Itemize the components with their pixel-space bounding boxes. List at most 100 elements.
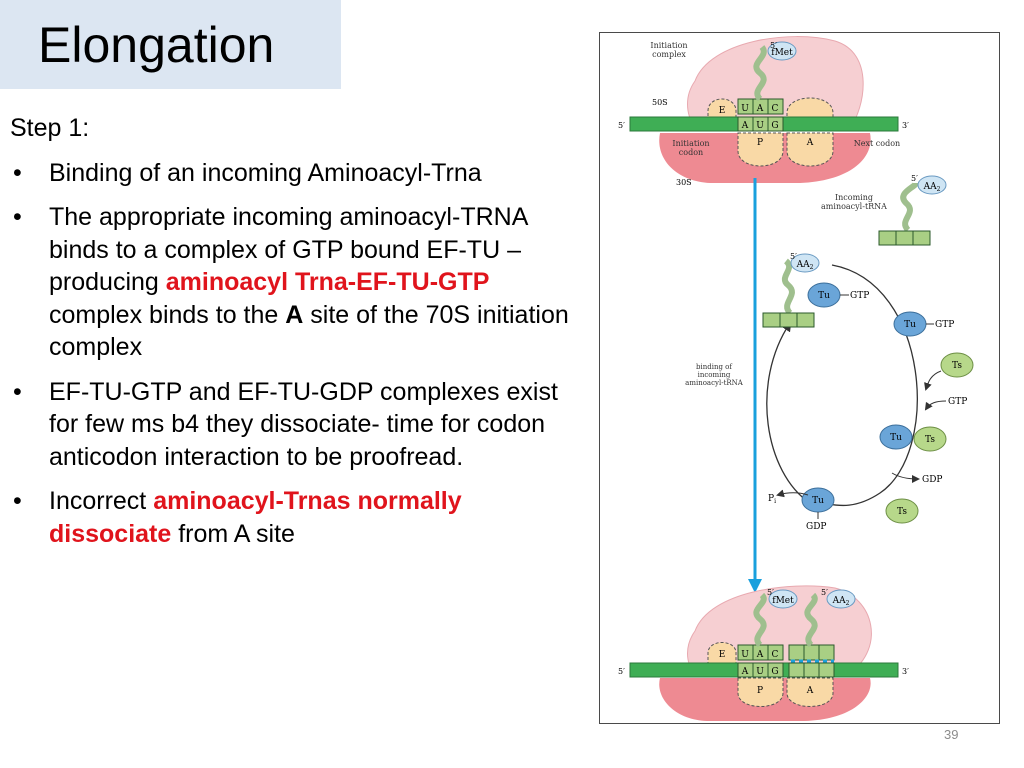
gdp-1: GDP <box>922 475 942 485</box>
trna-fmet <box>753 45 767 102</box>
incoming-trna: AA2 5′ Incoming aminoacyl-tRNA <box>821 174 947 246</box>
bullet-item: • EF-TU-GTP and EF-TU-GDP complexes exist… <box>10 376 585 474</box>
binding-arrow-head <box>748 579 762 593</box>
elongation-figure: fMet 5′ E U A C A U G P A 5′ 3′ 50S 30S … <box>599 32 1000 724</box>
binding-label: binding of incoming aminoacyl-tRNA <box>685 363 743 387</box>
binding-label-fo: binding of incoming aminoacyl-tRNA <box>685 363 743 387</box>
codon-b2: U <box>756 667 764 677</box>
tu-1-label: Tu <box>818 291 830 301</box>
codon-1: A <box>741 121 749 131</box>
bullet-marker: • <box>13 487 22 515</box>
bullet-text: EF-TU-GTP and EF-TU-GDP complexes exist … <box>49 377 558 471</box>
incoming-5prime: 5′ <box>911 174 918 183</box>
site-p-label: P <box>757 138 763 148</box>
aa2-label: AA2 <box>923 182 941 193</box>
initiation-codon-label: Initiation codon <box>672 139 710 157</box>
step-label: Step 1: <box>10 114 90 142</box>
five-prime-label: 5′ <box>770 41 777 50</box>
ts-1 <box>940 352 974 378</box>
pi-arrow <box>776 489 809 498</box>
fmet-ball <box>767 41 797 61</box>
site-a <box>786 132 834 167</box>
cycle-left-arc <box>766 320 811 504</box>
incoming-trna-label: Incoming aminoacyl-tRNA <box>821 193 887 211</box>
tu-4-label: Tu <box>812 496 824 506</box>
anticodon-b3: C <box>772 650 779 660</box>
bullet-marker: • <box>13 203 22 231</box>
bullet-marker: • <box>13 377 22 406</box>
complex-anticodon <box>779 312 798 328</box>
bullet-text: site of the 70S initiation complex <box>49 300 569 362</box>
anticodon-bottom-p <box>737 644 784 661</box>
anticodon-box <box>767 98 784 115</box>
label-50s: 50S <box>652 98 668 107</box>
site-p-bottom <box>737 677 784 707</box>
bullet-list: •Binding of an incoming Aminoacyl-Trna •… <box>10 157 585 551</box>
codon-3: G <box>771 121 778 131</box>
initiation-complex-label: Initiation complex <box>650 41 688 59</box>
label-30s: 30S <box>676 178 692 187</box>
complex-5prime: 5′ <box>790 252 797 261</box>
bullet-marker: • <box>13 158 22 187</box>
bullet-text: The appropriate incoming aminoacyl-TRNA … <box>49 203 527 296</box>
mrna-5prime-bottom: 5′ <box>618 667 625 676</box>
fmet-label-bottom: fMet <box>772 596 794 606</box>
fmet-label: fMet <box>771 48 793 58</box>
aa2-ball <box>917 175 947 195</box>
anticodon-box <box>818 644 835 661</box>
incoming-anticodon <box>895 230 914 246</box>
site-e-label: E <box>719 106 726 116</box>
tu-2-label: Tu <box>904 320 916 330</box>
complex-anticodon <box>762 312 781 328</box>
gtp-3: GTP <box>948 397 967 407</box>
trna-aa2-bottom <box>804 592 818 648</box>
codon-bottom <box>737 662 835 678</box>
anticodon-b2: A <box>756 650 764 660</box>
gtp-arrow-3 <box>924 400 947 411</box>
bullet-item: •Binding of an incoming Aminoacyl-Trna <box>10 157 585 190</box>
top-ribosome: fMet 5′ E U A C A U G P A 5′ 3′ 50S 30S … <box>618 36 909 187</box>
anticodon-box <box>788 644 805 661</box>
complex-aa2-ball <box>790 253 820 273</box>
ts-3 <box>885 498 919 524</box>
next-codon-label: Next codon <box>853 139 901 148</box>
codon-box <box>818 662 835 678</box>
gdp-arrow <box>891 472 920 483</box>
fmet-ball-bottom <box>768 589 798 609</box>
site-a-label: A <box>806 138 814 148</box>
mrna-3prime: 3′ <box>902 121 909 130</box>
initiation-complex-fo: Initiation complex <box>650 41 688 59</box>
tu-3 <box>879 424 913 450</box>
next-codon-fo: Next codon <box>853 139 901 148</box>
bottom-ribosome: fMet AA2 5′ 5′ E U A C A U G P A 5′ 3′ <box>618 585 909 721</box>
ts-1-label: Ts <box>952 361 962 371</box>
bullet-text: Incorrect <box>49 487 154 515</box>
incoming-anticodon <box>912 230 931 246</box>
slide-title: Elongation <box>38 17 275 73</box>
cycle-loop <box>817 264 918 509</box>
codon-box <box>788 662 805 678</box>
site-a-bottom <box>786 677 834 707</box>
aa2-ball-bottom <box>826 589 856 609</box>
gtp-1: GTP <box>850 291 869 301</box>
incoming-trna-body <box>900 181 919 233</box>
anticodon-box <box>803 644 820 661</box>
anticodon-bottom-a <box>788 644 835 661</box>
codon-2: U <box>756 121 764 131</box>
title-box: Elongation <box>0 0 341 89</box>
bullet-text: complex binds to the <box>49 300 286 329</box>
codon-b1: A <box>741 667 749 677</box>
anticodon-2: A <box>756 104 764 114</box>
bullet-item: •Incorrect aminoacyl-Trnas normally diss… <box>10 485 585 550</box>
anticodon-box <box>767 644 784 661</box>
incoming-trna-fo: Incoming aminoacyl-tRNA <box>821 193 887 211</box>
complex-trna <box>781 258 795 316</box>
codon-box <box>767 662 784 678</box>
mrna-5prime: 5′ <box>618 121 625 130</box>
initiation-codon-fo: Initiation codon <box>672 139 710 157</box>
eftu-cycle: AA2 5′ Tu GTP Tu GTP Ts GTP Tu Ts GDP Ts… <box>762 252 974 532</box>
bullet-bold: A <box>285 300 304 329</box>
site-e-label-bottom: E <box>719 650 726 660</box>
fmet-5prime-bottom: 5′ <box>767 588 774 597</box>
bullet-item: • The appropriate incoming aminoacyl-TRNA… <box>10 201 585 364</box>
